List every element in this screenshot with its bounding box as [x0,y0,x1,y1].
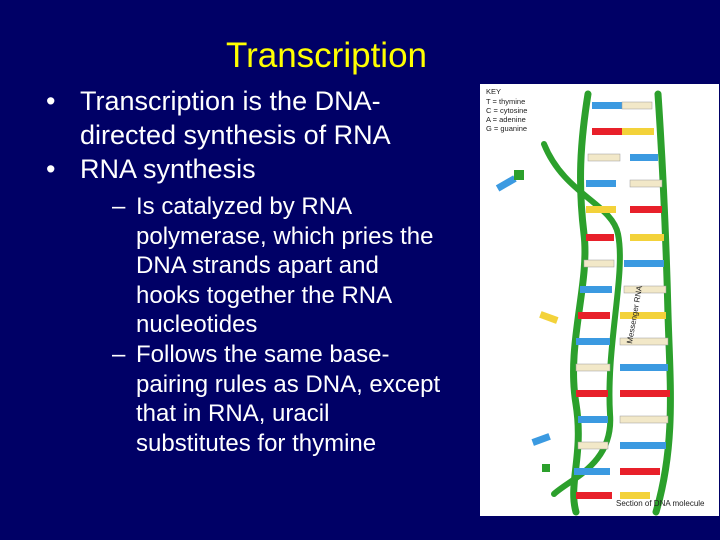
sub-bullet-marker: – [112,340,126,368]
sub-bullet-line: polymerase, which pries the [136,222,434,250]
diagram-svg: KEY T = thymine C = cytosine A = adenine… [486,87,705,516]
sub-bullet-item: – Is catalyzed by RNA polymerase, which … [46,192,476,340]
key-title: KEY [486,87,501,96]
sub-bullet-line: that in RNA, uracil [136,400,330,428]
sub-bullet-line: pairing rules as DNA, except [136,370,441,398]
bullet-line: directed synthesis of RNA [80,120,391,150]
dna-section-label: Section of DNA molecule [616,499,705,508]
bullet-marker: • [46,154,56,184]
bullet-line: Transcription is the DNA- [80,86,381,116]
sub-bullet-line: Follows the same base- [136,340,390,368]
sub-bullet-line: nucleotides [136,311,258,339]
messenger-rna-strand [541,141,623,497]
dna-strand-left [570,90,592,516]
sub-bullet-line: Is catalyzed by RNA [136,193,353,220]
dna-strand-right [652,90,674,516]
sub-bullet-item: – Follows the same base- pairing rules a… [46,340,476,458]
bullet-marker: • [46,86,56,116]
sub-bullet-marker: – [112,193,126,220]
key-item: G = guanine [486,124,527,133]
bullet-item: • RNA synthesis [46,152,476,186]
key-item: C = cytosine [486,106,527,115]
base-pairs [574,101,670,499]
bullet-item: • Transcription is the DNA- directed syn… [46,84,476,152]
bullet-list: • Transcription is the DNA- directed syn… [46,84,476,458]
key-item: T = thymine [486,97,525,106]
key-item: A = adenine [486,115,526,124]
sub-bullet-line: DNA strands apart and [136,252,379,280]
key-legend: KEY T = thymine C = cytosine A = adenine… [486,87,527,133]
transcription-diagram: KEY T = thymine C = cytosine A = adenine… [480,84,719,516]
sub-bullet-line: hooks together the RNA [136,281,393,309]
free-nucleotides [495,170,559,472]
slide-title: Transcription [226,36,427,75]
sub-bullet-line: substitutes for thymine [136,429,377,457]
bullet-line: RNA synthesis [80,154,256,184]
